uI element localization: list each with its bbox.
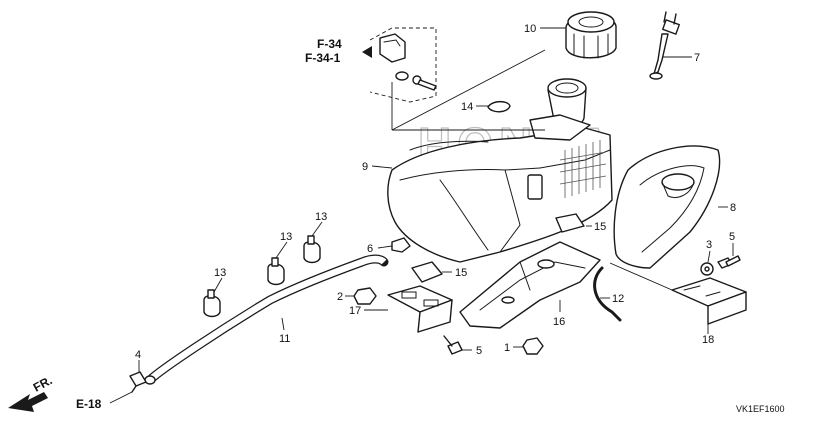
callout-15-upper: 15	[594, 221, 606, 233]
under-tray	[459, 241, 601, 329]
fuel-tank	[387, 78, 613, 263]
clip-13-right	[303, 235, 321, 264]
rubber-15-upper	[555, 213, 585, 233]
callout-12: 12	[612, 293, 624, 305]
drawing-code: VK1EF1600	[736, 404, 785, 414]
callout-5-lower: 5	[476, 345, 482, 357]
front-label: FR.	[31, 373, 55, 394]
callout-6: 6	[367, 243, 373, 255]
callout-7: 7	[694, 52, 700, 64]
callout-15-lower: 15	[455, 267, 467, 279]
nut-1	[522, 337, 544, 355]
callout-3: 3	[706, 239, 712, 251]
joint-4	[129, 371, 147, 393]
fuel-cap	[565, 11, 617, 59]
bolt-5-lower	[443, 335, 463, 355]
callout-2: 2	[337, 291, 343, 303]
grommet-6	[391, 237, 411, 253]
callout-11: 11	[279, 333, 290, 345]
bolt-5-right	[717, 255, 741, 269]
bracket-17	[387, 285, 453, 333]
ref-f34: F-34	[317, 37, 342, 51]
callout-13-middle: 13	[280, 231, 292, 243]
callout-4: 4	[135, 349, 141, 361]
ref-f34-arrow	[362, 46, 372, 58]
callout-18: 18	[702, 334, 714, 346]
ref-f34-1: F-34-1	[305, 51, 341, 65]
washer-3	[700, 262, 714, 276]
reference-labels: F-34 F-34-1 E-18 FR.	[31, 37, 372, 411]
front-arrow	[8, 392, 48, 412]
callout-13-right: 13	[315, 211, 327, 223]
fuel-hose	[144, 254, 389, 385]
tube-12	[593, 266, 622, 322]
bracket-18	[671, 277, 747, 325]
clip-13-left	[203, 289, 221, 318]
tank-cover	[613, 145, 721, 269]
rubber-14	[487, 100, 511, 113]
callout-13-left: 13	[214, 267, 226, 279]
ref-e18: E-18	[76, 397, 102, 411]
callout-8: 8	[730, 202, 736, 214]
callout-16: 16	[553, 316, 565, 328]
bracket-hardware	[379, 33, 437, 91]
ref-bracket-outline	[369, 27, 437, 103]
nut-2	[353, 287, 377, 305]
callout-1: 1	[504, 342, 510, 354]
callout-17: 17	[349, 305, 361, 317]
rubber-15-lower	[411, 261, 443, 283]
clip-13-middle	[267, 257, 285, 286]
callout-10: 10	[524, 23, 536, 35]
callout-5-right: 5	[729, 231, 735, 243]
callout-14: 14	[461, 101, 473, 113]
tank-grille	[559, 140, 607, 198]
callout-9: 9	[362, 161, 368, 173]
fuel-gauge	[649, 11, 680, 80]
leader-lines	[109, 27, 734, 404]
callout-labels: 10 7 14 9 8 15 6 15 2 17 5 1 12 16 18 3 …	[135, 23, 736, 361]
